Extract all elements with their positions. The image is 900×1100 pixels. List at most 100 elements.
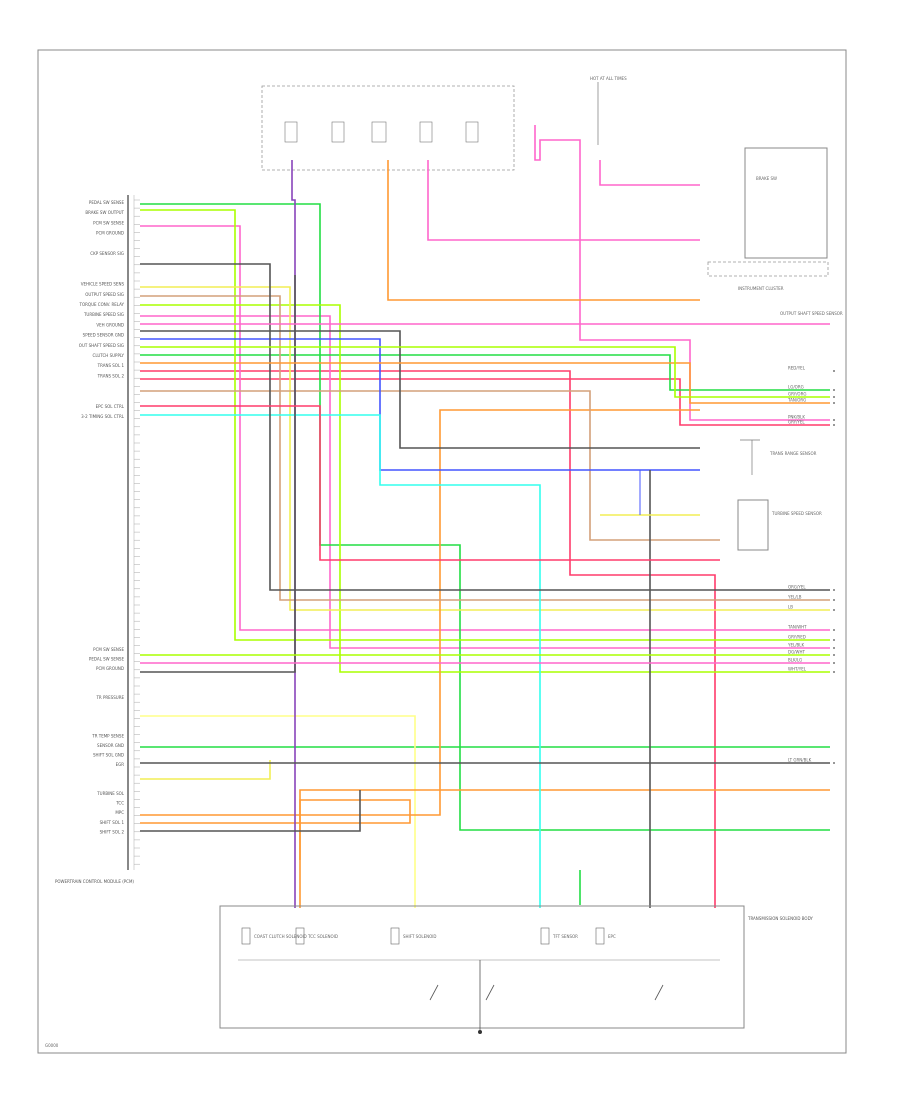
right-wire-label: YEL/LB bbox=[787, 595, 802, 600]
footer-code: G0000 bbox=[45, 1043, 59, 1048]
wire-blue-1 bbox=[140, 338, 700, 471]
right-connector-label: TRANS RANGE SENSOR bbox=[769, 451, 817, 456]
right-wire-label: LT GRN/BLK bbox=[788, 758, 812, 763]
wire-gray-3 bbox=[140, 330, 700, 449]
pcm-pin-label: TORQUE CONV. RELAY bbox=[79, 302, 125, 307]
wire-green-2 bbox=[140, 354, 830, 391]
trans-component-label: COAST CLUTCH SOLENOID bbox=[254, 934, 307, 939]
wire-orange-1 bbox=[387, 160, 700, 301]
pcm-pin-ticks bbox=[134, 199, 140, 865]
pcm-lower-pin-label: TR PRESSURE bbox=[95, 695, 124, 700]
wire-lime-2 bbox=[140, 304, 830, 673]
wire-yellow-1 bbox=[140, 286, 830, 611]
pcm-pin-label: CLUTCH SUPPLY bbox=[93, 353, 125, 358]
right-wire-label: YEL/BLK bbox=[787, 643, 805, 648]
wire-red-3 bbox=[534, 125, 830, 421]
wire-yellow-2 bbox=[140, 715, 416, 908]
right-wire-label: TAN/ORG bbox=[787, 398, 806, 403]
right-wire-terminal bbox=[833, 589, 835, 591]
trans-component-symbol bbox=[241, 927, 251, 945]
right-wire-terminal bbox=[833, 647, 835, 649]
right-wire-terminal bbox=[833, 654, 835, 656]
pcm-pin-label: PCM GROUND bbox=[96, 231, 124, 236]
right-wire-terminal bbox=[833, 389, 835, 391]
pcm-pin-label: PCM SW SENSE bbox=[93, 220, 124, 225]
right-wire-label: PNK/BLK bbox=[788, 415, 805, 420]
pcm-lower-pin-label: PEDAL SW SENSE bbox=[89, 657, 125, 662]
right-wire-label: RED/YEL bbox=[788, 366, 806, 371]
right-wire-terminal bbox=[833, 599, 835, 601]
pcm-lower-pin-label: PCM SW SENSE bbox=[93, 647, 124, 652]
right-wire-terminal bbox=[833, 662, 835, 664]
wire-green-1 bbox=[140, 203, 830, 831]
wire-harness bbox=[140, 125, 830, 908]
pcm-pin-label: VEH GROUND bbox=[96, 322, 124, 327]
right-wire-label: ORG/YEL bbox=[788, 585, 806, 590]
right-wire-terminal bbox=[833, 629, 835, 631]
fuse-box-title: HOT AT ALL TIMES bbox=[590, 76, 627, 81]
right-wire-terminal bbox=[833, 402, 835, 404]
trans-component-symbol bbox=[540, 927, 550, 945]
wire-pink-brake bbox=[599, 160, 700, 186]
pcm-pin-label: PEDAL SW SENSE bbox=[89, 200, 125, 205]
wire-orange-2 bbox=[140, 409, 700, 816]
instrument-cluster-divider bbox=[707, 261, 829, 277]
ground-symbol bbox=[478, 1030, 482, 1034]
fuse-slots bbox=[284, 121, 479, 143]
right-wire-terminal bbox=[833, 762, 835, 764]
pcm-pin-label: VEHICLE SPEED SENS bbox=[81, 282, 125, 287]
wire-cyan-1 bbox=[140, 414, 541, 908]
wire-yellow-3 bbox=[140, 760, 271, 780]
trans-component-label: TFT SENSOR bbox=[552, 934, 578, 939]
right-wire-labels: RED/YELLG/ORGGRY/ORGTAN/ORGPNK/BLKGRY/YE… bbox=[787, 366, 835, 764]
wire-tan-2 bbox=[140, 390, 720, 541]
pcm-lower-pin-label: EGR bbox=[116, 762, 125, 767]
right-connector-label: BRAKE SW bbox=[756, 176, 777, 181]
right-connector-labels: BRAKE SW TRANS RANGE SENSOR TURBINE SPEED … bbox=[756, 176, 843, 516]
right-wire-label: LB bbox=[788, 605, 793, 610]
right-wire-label: GRY/YEL bbox=[788, 420, 805, 425]
wire-orange-3 bbox=[140, 799, 411, 908]
pcm-lower-pin-label: SHIFT SOL GND bbox=[93, 753, 124, 758]
wire-gray-5 bbox=[140, 790, 361, 832]
brake-switch-box bbox=[744, 147, 828, 259]
trans-switches bbox=[429, 960, 664, 1030]
output-speed-sensor-box bbox=[737, 499, 769, 551]
transmission-title: TRANSMISSION SOLENOID BODY bbox=[747, 916, 813, 921]
instrument-cluster-title: INSTRUMENT CLUSTER bbox=[738, 286, 784, 291]
pcm-lower-pin-label: TCC bbox=[115, 801, 124, 806]
pcm-pin-label: TURBINE SPEED SIG bbox=[83, 312, 124, 317]
right-wire-label: DG/WHT bbox=[788, 650, 805, 655]
pcm-lower-pin-label: MPC bbox=[115, 810, 124, 815]
pcm-pin-label: SPEED SENSOR GND bbox=[83, 333, 124, 338]
pcm-pin-label: BRAKE SW OUTPUT bbox=[85, 210, 124, 215]
right-wire-terminal bbox=[833, 419, 835, 421]
wire-red-4 bbox=[140, 405, 720, 561]
right-connector-label: TURBINE SPEED SENSOR bbox=[771, 511, 822, 516]
wire-pink-1 bbox=[140, 225, 830, 631]
wire-red-1 bbox=[140, 370, 716, 908]
right-wire-terminal bbox=[833, 671, 835, 673]
right-wire-terminal bbox=[833, 639, 835, 641]
wire-tan-1 bbox=[140, 295, 830, 601]
wire-red-2 bbox=[140, 378, 830, 426]
wire-lime-1 bbox=[140, 209, 830, 641]
pcm-pin-label: CKP SENSOR SIG bbox=[90, 251, 124, 256]
pcm-lower-pin-label: TURBINE SOL bbox=[96, 791, 125, 796]
trans-component-symbol bbox=[295, 927, 305, 945]
wire-gray-2 bbox=[140, 275, 296, 673]
pcm-pin-label: TRANS SOL 1 bbox=[97, 363, 125, 368]
fuse-box-outline bbox=[261, 85, 515, 171]
wire-pink-3 bbox=[140, 315, 830, 649]
wire-pink-2 bbox=[427, 160, 700, 241]
wire-lime-4 bbox=[140, 346, 830, 398]
pcm-pin-labels: PEDAL SW SENSE BRAKE SW OUTPUT PCM SW SENS… bbox=[79, 200, 125, 834]
transmission-box bbox=[219, 905, 745, 1029]
right-wire-label: GRY/RED bbox=[788, 635, 806, 640]
wire-gray-1 bbox=[140, 263, 830, 591]
right-wire-terminal bbox=[833, 396, 835, 398]
right-connector-label: OUTPUT SHAFT SPEED SENSOR bbox=[780, 311, 843, 316]
pcm-lower-pin-label: TR TEMP SENSE bbox=[91, 733, 124, 738]
pcm-lower-pin-label: SHIFT SOL 2 bbox=[100, 829, 125, 834]
